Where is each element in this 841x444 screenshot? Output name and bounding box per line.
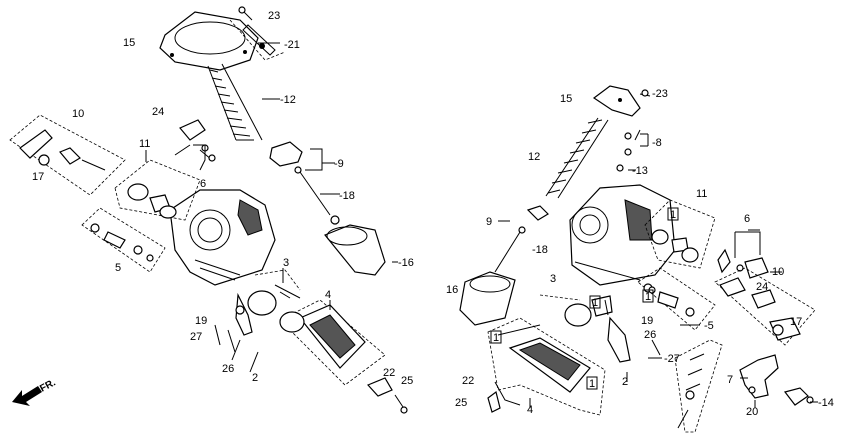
right-part-22-25	[487, 381, 521, 413]
left-callouts: 15 23 -21 -12 10 24 11 17 6 -9 -18 5 -16…	[32, 10, 414, 387]
boxed-callouts: 1 1 1 1 1	[490, 207, 679, 390]
right-float-bowl-4	[487, 317, 606, 416]
left-group-5-box	[81, 207, 166, 273]
label-10-right[interactable]: 10	[772, 266, 784, 278]
label-4-right[interactable]: 4	[527, 404, 533, 416]
boxed-1-b-text: 1	[645, 291, 651, 303]
label-13-right[interactable]: -13	[632, 165, 648, 177]
label-19-right[interactable]: 19	[641, 315, 653, 327]
front-direction-indicator: FR.	[12, 377, 58, 406]
label-3-right[interactable]: 3	[550, 273, 556, 285]
left-top-cover	[159, 11, 259, 71]
label-16-left[interactable]: -16	[398, 257, 414, 269]
label-20-right[interactable]: 20	[746, 406, 758, 418]
left-spring-12	[207, 63, 263, 141]
label-27-right[interactable]: -27	[664, 353, 680, 365]
label-26-right[interactable]: 26	[644, 329, 656, 341]
boxed-1-b[interactable]: 1	[642, 289, 654, 303]
right-group-7-box	[674, 339, 723, 433]
label-18-right[interactable]: -18	[532, 244, 548, 256]
left-vacuum-piston-16	[324, 215, 386, 276]
left-screw-23	[238, 6, 253, 21]
left-float-bowl-4	[279, 299, 386, 386]
label-2-right[interactable]: 2	[622, 376, 628, 388]
label-16-right[interactable]: 16	[446, 284, 458, 296]
right-group-10-box	[714, 267, 816, 346]
label-22-right[interactable]: 22	[462, 375, 474, 387]
label-10-left[interactable]: 10	[72, 108, 84, 120]
left-part-22-25	[366, 377, 408, 414]
label-3-left[interactable]: 3	[283, 257, 289, 269]
label-27-left[interactable]: 27	[190, 331, 202, 343]
boxed-1-a[interactable]: 1	[667, 207, 679, 221]
left-needle-18	[294, 166, 331, 216]
label-14-right[interactable]: -14	[818, 397, 834, 409]
label-21-left[interactable]: -21	[284, 39, 300, 51]
right-parts-8	[616, 129, 641, 172]
boxed-1-d[interactable]: 1	[490, 330, 502, 344]
boxed-1-c-text: 1	[592, 297, 598, 309]
label-26-left[interactable]: 26	[222, 363, 234, 375]
label-4-left[interactable]: 4	[325, 289, 331, 301]
label-17-right[interactable]: 17	[790, 316, 802, 328]
leader-lines	[145, 42, 818, 408]
label-11-right[interactable]: 11	[696, 188, 707, 200]
label-11-left[interactable]: 11	[139, 138, 150, 150]
boxed-1-a-text: 1	[670, 209, 676, 221]
right-vacuum-piston-16	[459, 271, 516, 326]
left-part-3	[247, 269, 301, 316]
left-part-24	[174, 119, 216, 162]
label-24-left[interactable]: 24	[152, 106, 164, 118]
label-23-left[interactable]: 23	[268, 10, 280, 22]
left-carburetor-assembly	[9, 6, 408, 414]
left-group-10-box	[9, 114, 126, 196]
label-25-right[interactable]: 25	[455, 397, 467, 409]
label-6-left[interactable]: 6	[200, 178, 206, 190]
label-18-left[interactable]: -18	[339, 190, 355, 202]
label-8-right[interactable]: -8	[652, 137, 662, 149]
right-spring-12	[545, 117, 609, 199]
right-parts-9-18	[494, 205, 549, 273]
label-15-left[interactable]: 15	[123, 37, 135, 49]
label-9-left[interactable]: -9	[334, 158, 344, 170]
right-group-5-box	[637, 267, 716, 331]
boxed-1-c[interactable]: 1	[589, 295, 601, 309]
right-part-14	[783, 387, 814, 406]
right-group-11-box	[644, 199, 716, 269]
label-25-left[interactable]: 25	[401, 375, 413, 387]
label-23-right[interactable]: -23	[652, 88, 668, 100]
right-group-6	[717, 231, 769, 279]
left-carb-body	[169, 189, 276, 286]
label-12-left[interactable]: -12	[280, 94, 296, 106]
right-part-3	[539, 294, 613, 327]
label-5-right[interactable]: -5	[704, 320, 714, 332]
right-part-20	[739, 354, 779, 399]
front-arrow-icon	[12, 386, 42, 406]
label-6-right[interactable]: 6	[744, 213, 750, 225]
left-piston	[269, 141, 303, 167]
front-label: FR.	[38, 377, 58, 394]
label-2-left[interactable]: 2	[252, 372, 258, 384]
label-15-right[interactable]: 15	[560, 93, 572, 105]
right-top-cover	[592, 85, 641, 117]
label-12-right[interactable]: 12	[528, 151, 540, 163]
label-24-right[interactable]: 24	[756, 281, 768, 293]
left-small-parts	[214, 292, 253, 353]
label-22-left[interactable]: 22	[383, 367, 395, 379]
boxed-1-d-text: 1	[493, 332, 499, 344]
boxed-1-e-text: 1	[589, 378, 595, 390]
left-bracket-21	[229, 19, 286, 61]
label-7-right[interactable]: 7	[727, 374, 733, 386]
label-17-left[interactable]: 17	[32, 171, 44, 183]
label-9-right[interactable]: 9	[486, 216, 492, 228]
label-19-left[interactable]: 19	[195, 315, 207, 327]
right-callouts: 15 -23 -8 12 -13 11 9 -18 6 10 24 16 3 -…	[446, 88, 834, 418]
right-screw-23	[639, 89, 651, 97]
left-group-11-box	[114, 159, 201, 221]
label-5-left[interactable]: 5	[115, 262, 121, 274]
right-carburetor-assembly	[459, 85, 816, 433]
boxed-1-e[interactable]: 1	[586, 376, 598, 390]
right-carb-body	[569, 184, 676, 286]
